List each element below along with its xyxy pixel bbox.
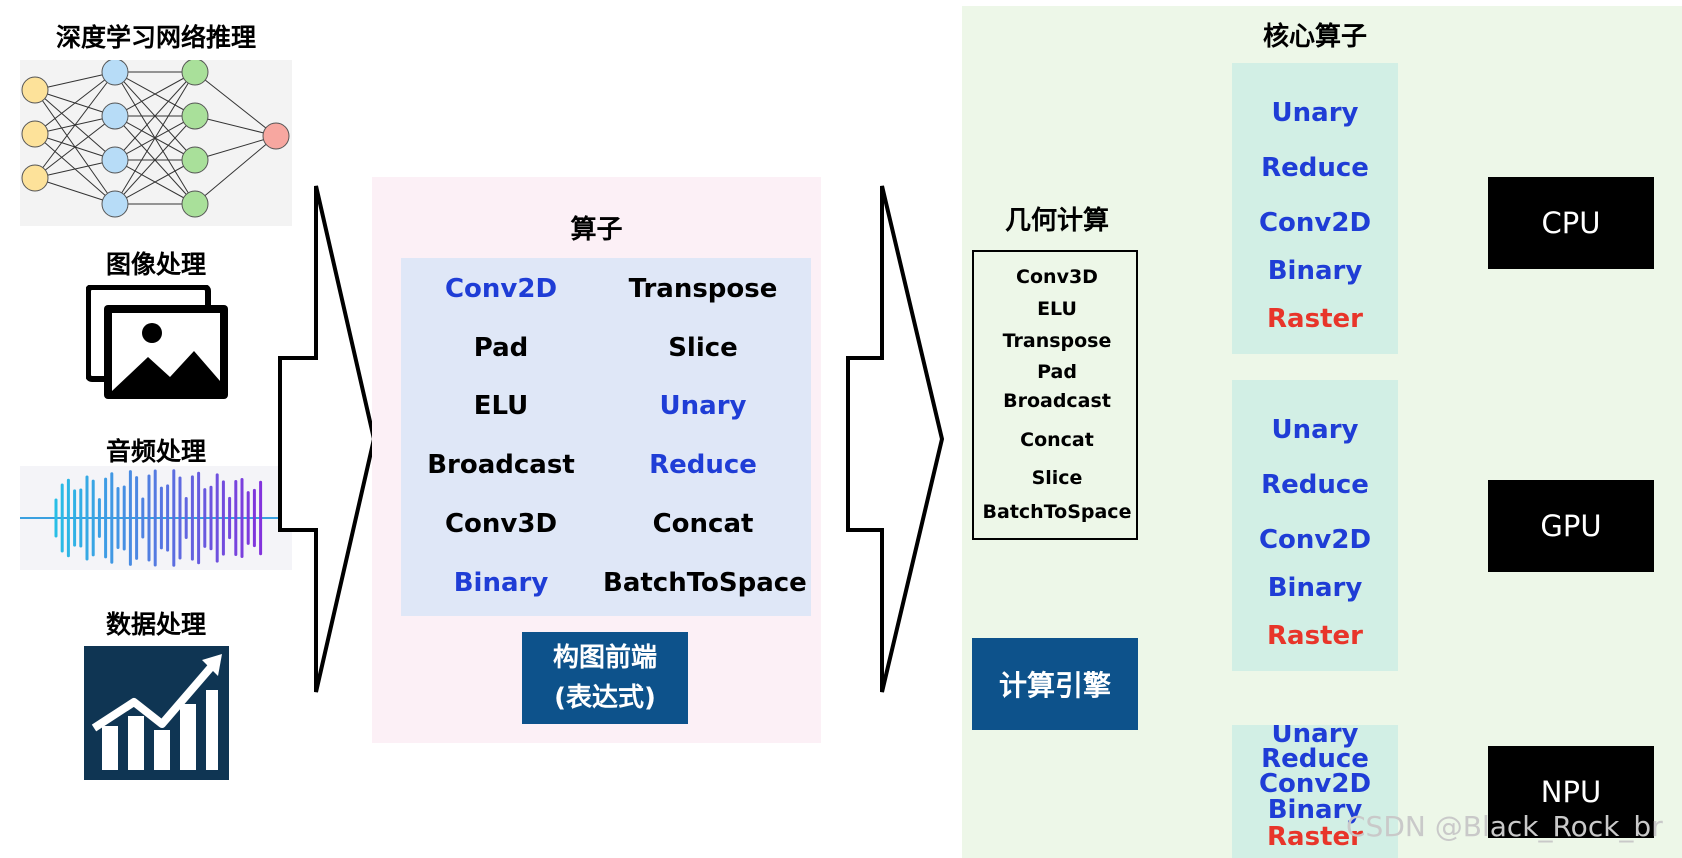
title-image-processing: 图像处理 <box>105 250 206 279</box>
core-item: Binary <box>1267 573 1363 603</box>
op-item: Conv2D <box>444 274 558 304</box>
data-chart-icon <box>84 646 229 780</box>
core-item: Conv2D <box>1258 769 1372 799</box>
geo-item: Transpose <box>1002 330 1112 352</box>
core-item: Conv2D <box>1258 525 1372 555</box>
op-item: ELU <box>473 391 529 421</box>
operators-grid: Conv2D Transpose Pad Slice ELU Unary Bro… <box>401 258 811 616</box>
core-operators-title: 核心算子 <box>1262 22 1367 52</box>
core-item: Unary <box>1271 98 1359 128</box>
geo-item: ELU <box>1037 298 1077 320</box>
op-item: Broadcast <box>427 450 575 480</box>
geo-item: Slice <box>1031 467 1083 489</box>
audio-waveform-icon <box>20 466 292 570</box>
watermark: CSDN @Black_Rock_br <box>1346 810 1663 843</box>
op-item: Conv3D <box>444 509 558 539</box>
neural-network-icon <box>21 58 290 218</box>
image-icon <box>85 284 232 403</box>
core-operators-group: Unary Reduce Conv2D Binary Raster <box>1232 380 1398 671</box>
geometry-compute-box: Conv3D ELU Transpose Pad Broadcast Conca… <box>972 250 1138 540</box>
device-gpu: GPU <box>1488 480 1654 572</box>
core-operators-group: Unary Reduce Conv2D Binary Raster <box>1232 725 1398 858</box>
core-item: Reduce <box>1261 153 1369 183</box>
operators-title: 算子 <box>570 215 623 245</box>
arrow-right-icon-2 <box>846 185 945 693</box>
core-item: Reduce <box>1261 470 1369 500</box>
arrow-right-icon-1 <box>278 185 376 693</box>
op-item: BatchToSpace <box>603 568 807 598</box>
geo-item: Conv3D <box>1016 266 1098 288</box>
neural-network-illustration <box>20 58 292 226</box>
geometry-compute-title: 几何计算 <box>1004 206 1109 236</box>
device-cpu: CPU <box>1488 177 1654 269</box>
geo-item: Concat <box>1020 429 1094 451</box>
title-data-processing: 数据处理 <box>105 610 206 639</box>
op-item: Binary <box>453 568 549 598</box>
op-item: Concat <box>652 509 754 539</box>
core-item: Unary <box>1271 415 1359 445</box>
graph-frontend-box: 构图前端 (表达式) <box>522 632 688 724</box>
frontend-label-line1: 构图前端 <box>552 643 657 673</box>
compute-engine-box: 计算引擎 <box>972 638 1138 730</box>
op-item: Transpose <box>628 274 778 304</box>
core-item: Unary <box>1271 725 1359 749</box>
core-item: Binary <box>1267 256 1363 286</box>
core-item: Raster <box>1267 822 1363 852</box>
op-item: Pad <box>473 333 529 363</box>
geo-item: Broadcast <box>1003 390 1111 412</box>
op-item: Reduce <box>649 450 757 480</box>
frontend-label-line2: (表达式) <box>554 683 656 713</box>
op-item: Slice <box>668 333 738 363</box>
core-item: Reduce <box>1261 744 1369 774</box>
geo-item: BatchToSpace <box>982 501 1132 523</box>
core-item: Conv2D <box>1258 208 1372 238</box>
core-item: Raster <box>1267 304 1363 334</box>
core-item: Raster <box>1267 621 1363 651</box>
geo-item: Pad <box>1037 361 1077 383</box>
core-operators-group: Unary Reduce Conv2D Binary Raster <box>1232 63 1398 354</box>
title-deep-learning: 深度学习网络推理 <box>55 23 256 52</box>
device-npu: NPU <box>1488 746 1654 838</box>
title-audio-processing: 音频处理 <box>105 437 206 466</box>
op-item: Unary <box>659 391 747 421</box>
core-item: Binary <box>1267 795 1363 825</box>
